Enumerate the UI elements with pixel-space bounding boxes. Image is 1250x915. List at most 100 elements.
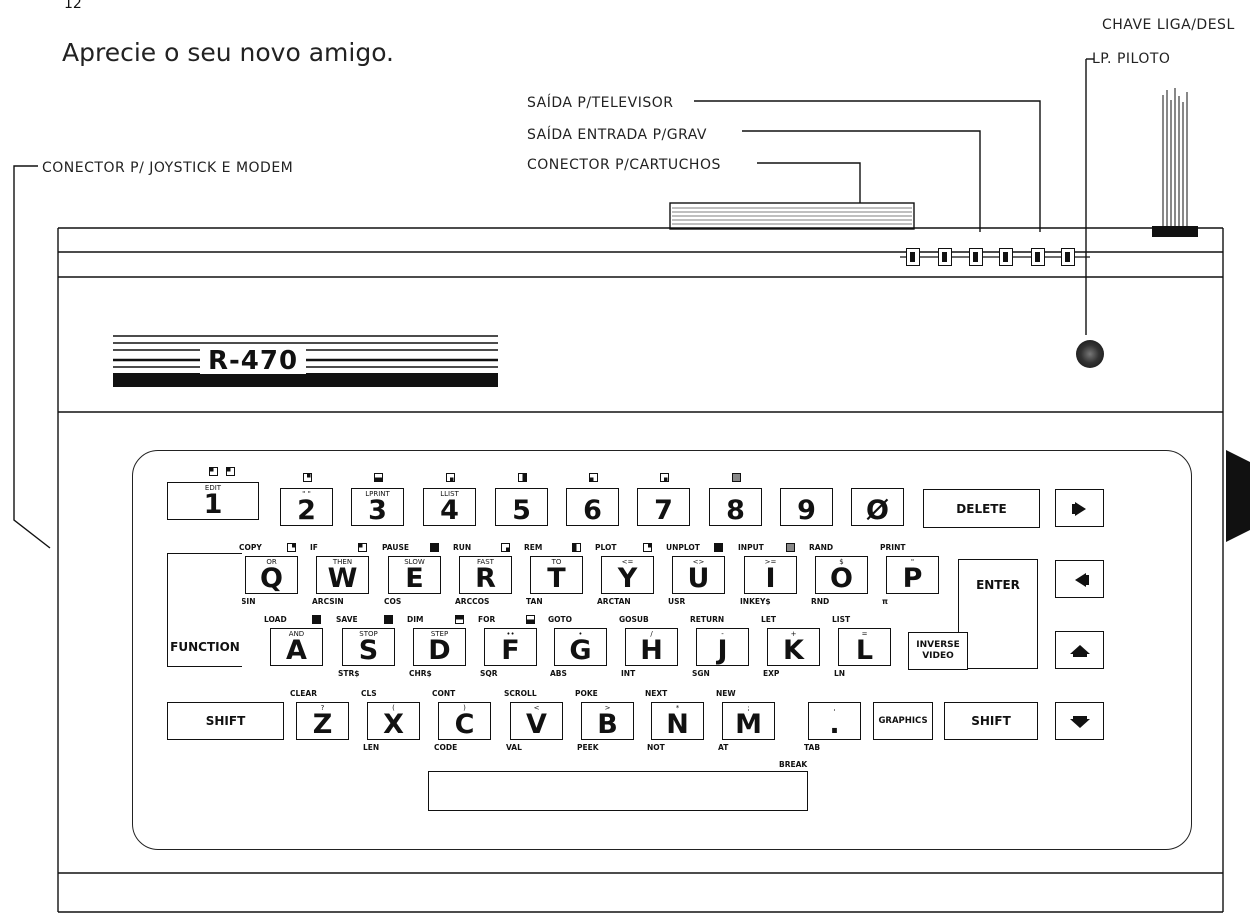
inverse-video-label: INVERSE VIDEO bbox=[916, 640, 960, 661]
key-l[interactable]: =L bbox=[838, 628, 891, 666]
key-d-main-label: D bbox=[428, 635, 451, 666]
arrow-right-key[interactable] bbox=[1055, 489, 1104, 527]
key-w-top-label: IF bbox=[310, 543, 318, 552]
key-g[interactable]: •G bbox=[554, 628, 607, 666]
function-key[interactable]: FUNCTION bbox=[167, 553, 242, 667]
key-i-bottom-label: INKEY$ bbox=[740, 597, 771, 606]
shift-left-key[interactable]: SHIFT bbox=[167, 702, 284, 740]
arrow-left-key[interactable] bbox=[1055, 560, 1104, 598]
key-g-main-label: G bbox=[569, 635, 592, 666]
key-f[interactable]: ••F bbox=[484, 628, 537, 666]
key-6-main-label: 6 bbox=[583, 495, 602, 526]
key-o-bottom-label: RND bbox=[811, 597, 830, 606]
key-d-top-label: DIM bbox=[407, 615, 424, 624]
key-m-inner-label: ; bbox=[747, 704, 750, 712]
key-2-inner-label: " " bbox=[302, 490, 311, 498]
key-z[interactable]: ?Z bbox=[296, 702, 349, 740]
key-t-graphic-symbol-icon bbox=[572, 543, 581, 552]
key-q-inner-label: OR bbox=[266, 558, 277, 566]
delete-key[interactable]: DELETE bbox=[923, 489, 1040, 528]
key-u-graphic-symbol-icon bbox=[714, 543, 723, 552]
key-l-main-label: L bbox=[855, 635, 874, 666]
key-o-main-label: O bbox=[830, 563, 853, 594]
port-slot-1 bbox=[906, 248, 920, 266]
arrow-down-icon bbox=[1070, 716, 1090, 728]
key-k[interactable]: +K bbox=[767, 628, 820, 666]
key-w-inner-label: THEN bbox=[332, 558, 353, 566]
key-b-top-label: POKE bbox=[575, 689, 598, 698]
key-y-main-label: Y bbox=[617, 563, 638, 594]
key-i-top-label: INPUT bbox=[738, 543, 764, 552]
shift-right-key[interactable]: SHIFT bbox=[944, 702, 1038, 740]
key-5[interactable]: 5 bbox=[495, 488, 548, 526]
space-break-key[interactable] bbox=[428, 771, 808, 811]
arrow-left-icon bbox=[1075, 573, 1089, 587]
key-b[interactable]: >B bbox=[581, 702, 634, 740]
arrow-up-key[interactable] bbox=[1055, 631, 1104, 669]
key-e-top-label: PAUSE bbox=[382, 543, 409, 552]
key-6[interactable]: 6 bbox=[566, 488, 619, 526]
key-s-graphic-symbol-icon bbox=[384, 615, 393, 624]
key-3-inner-label: LPRINT bbox=[365, 490, 390, 498]
key-d-graphic-symbol-icon bbox=[455, 615, 464, 624]
key-h[interactable]: /H bbox=[625, 628, 678, 666]
key-v[interactable]: <V bbox=[510, 702, 563, 740]
key-7-main-label: 7 bbox=[654, 495, 673, 526]
key-q-graphic-symbol-icon bbox=[287, 543, 296, 552]
key-z-main-label: Z bbox=[312, 709, 333, 740]
key-5-main-label: 5 bbox=[512, 495, 531, 526]
key-b-bottom-label: PEEK bbox=[577, 743, 599, 752]
key-r-main-label: R bbox=[475, 563, 496, 594]
callout-conector-cartuchos: CONECTOR P/CARTUCHOS bbox=[527, 157, 721, 173]
key-period-main-label: . bbox=[829, 709, 840, 740]
key-m-top-label: NEW bbox=[716, 689, 736, 698]
inverse-video-key[interactable]: INVERSE VIDEO bbox=[908, 632, 968, 670]
key-p[interactable]: "P bbox=[886, 556, 939, 594]
key-j[interactable]: -J bbox=[696, 628, 749, 666]
enter-key[interactable]: ENTER bbox=[958, 559, 1038, 669]
key-7[interactable]: 7 bbox=[637, 488, 690, 526]
key-o-inner-label: $ bbox=[839, 558, 844, 566]
key-t-main-label: T bbox=[547, 563, 566, 594]
key-s-bottom-label: STR$ bbox=[338, 669, 360, 678]
key-h-main-label: H bbox=[640, 635, 663, 666]
key-r-bottom-label: ARCCOS bbox=[455, 597, 490, 606]
key-y[interactable]: <=Y bbox=[601, 556, 654, 594]
arrow-down-key[interactable] bbox=[1055, 702, 1104, 740]
key-c[interactable]: )C bbox=[438, 702, 491, 740]
key-period[interactable]: ,. bbox=[808, 702, 861, 740]
key-8[interactable]: 8 bbox=[709, 488, 762, 526]
arrow-right-icon bbox=[1072, 502, 1086, 516]
key-9[interactable]: 9 bbox=[780, 488, 833, 526]
key-q-bottom-label: SIN bbox=[241, 597, 256, 606]
key-d-inner-label: STEP bbox=[430, 630, 449, 638]
key-m[interactable]: ;M bbox=[722, 702, 775, 740]
key-i[interactable]: >=I bbox=[744, 556, 797, 594]
key-o-top-label: RAND bbox=[809, 543, 834, 552]
graphics-key[interactable]: GRAPHICS bbox=[873, 702, 933, 740]
key-x[interactable]: (X bbox=[367, 702, 420, 740]
key-r-top-label: RUN bbox=[453, 543, 472, 552]
key-o[interactable]: $O bbox=[815, 556, 868, 594]
key-zero[interactable]: Ø bbox=[851, 488, 904, 526]
key-f-graphic-symbol-icon bbox=[526, 615, 535, 624]
key-2[interactable]: " "2 bbox=[280, 488, 333, 526]
key-x-top-label: CLS bbox=[361, 689, 377, 698]
key-n[interactable]: *N bbox=[651, 702, 704, 740]
key-t-inner-label: TO bbox=[551, 558, 562, 566]
port-slot-5 bbox=[1031, 248, 1045, 266]
key-u[interactable]: <>U bbox=[672, 556, 725, 594]
key-v-bottom-label: VAL bbox=[506, 743, 522, 752]
